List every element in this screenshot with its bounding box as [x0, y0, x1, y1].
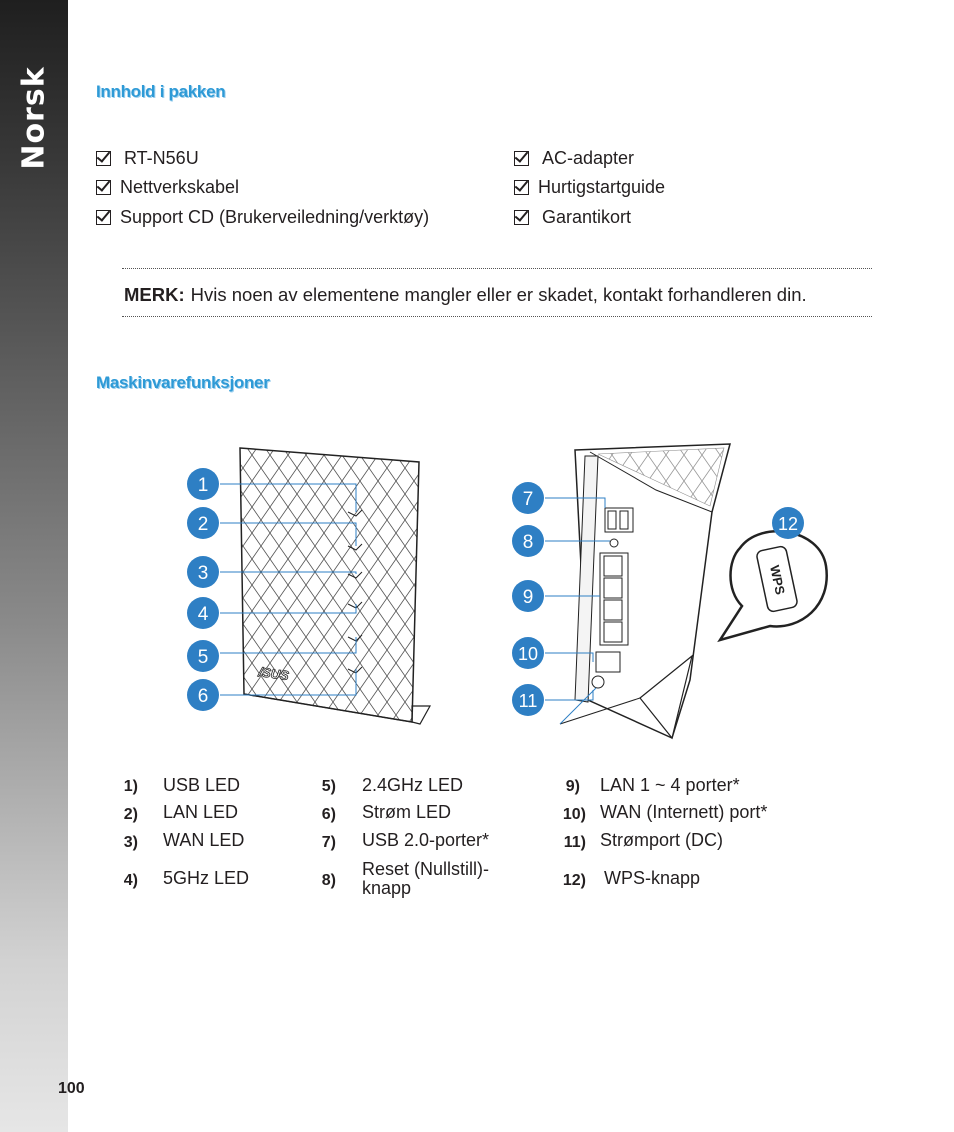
router-rear-view — [559, 443, 731, 740]
svg-text:7: 7 — [523, 489, 534, 510]
svg-text:5: 5 — [198, 647, 209, 668]
legend-text: WPS-knapp — [604, 868, 701, 888]
callout-1: 1 — [187, 468, 219, 500]
note-text: Hvis noen av elementene mangler eller er… — [190, 284, 807, 305]
callout-2: 2 — [187, 507, 219, 539]
svg-text:3: 3 — [198, 563, 209, 584]
checkbox-icon — [96, 180, 111, 195]
legend-text: USB LED — [163, 775, 241, 795]
package-contents-title: Innhold i pakken — [96, 82, 226, 101]
callout-11: 11 — [512, 684, 544, 716]
package-item: Hurtigstartguide — [514, 177, 665, 198]
legend-number: 6) — [321, 806, 336, 823]
checkbox-icon — [514, 180, 529, 195]
legend-text: LAN 1 ~ 4 porter* — [600, 775, 740, 795]
svg-text:8: 8 — [523, 532, 534, 553]
callout-9: 9 — [512, 580, 544, 612]
router-diagram: /SUS — [187, 443, 828, 740]
package-item: RT-N56U — [96, 148, 199, 169]
legend-text: WAN LED — [163, 830, 245, 850]
legend-number: 11) — [563, 834, 586, 851]
wps-button-label: WPS — [767, 564, 788, 596]
asus-logo: /SUS — [257, 664, 290, 683]
note-box: MERK:Hvis noen av elementene mangler ell… — [124, 284, 807, 306]
legend-number: 1) — [123, 778, 138, 795]
callout-markers: 1 2 3 4 5 6 7 8 9 10 11 12 — [187, 468, 804, 716]
package-item: Support CD (Brukerveiledning/verktøy) — [96, 207, 429, 228]
router-front-view: /SUS — [239, 447, 432, 725]
wps-bubble: WPS — [717, 530, 828, 643]
callout-7: 7 — [512, 482, 544, 514]
svg-text:12: 12 — [778, 514, 798, 534]
legend-number: 2) — [123, 806, 138, 823]
legend-number: 12) — [562, 872, 586, 889]
legend-text: Reset (Nullstill)-knapp — [362, 859, 490, 898]
legend-number: 5) — [321, 778, 336, 795]
checkbox-icon — [96, 151, 111, 166]
legend-text: 5GHz LED — [163, 868, 250, 888]
legend-number: 10) — [562, 806, 586, 823]
callout-8: 8 — [512, 525, 544, 557]
page-number: 100 — [58, 1080, 85, 1097]
callout-6: 6 — [187, 679, 219, 711]
note-divider-top — [122, 268, 872, 269]
callout-3: 3 — [187, 556, 219, 588]
svg-text:10: 10 — [518, 644, 538, 664]
language-sidebar: Norsk — [0, 0, 68, 1132]
legend-text: WAN (Internett) port* — [600, 802, 768, 822]
legend-text: LAN LED — [163, 802, 239, 822]
svg-text:4: 4 — [198, 604, 209, 625]
legend-number: 4) — [123, 872, 138, 889]
package-item: Nettverkskabel — [96, 177, 239, 198]
legend-text: Strømport (DC) — [600, 830, 723, 850]
checkbox-icon — [96, 210, 111, 225]
hardware-features-title: Maskinvarefunksjoner — [96, 373, 270, 392]
legend-number: 3) — [123, 834, 138, 851]
note-label: MERK: — [124, 284, 185, 305]
rear-callout-lines — [545, 497, 610, 725]
legend-number: 8) — [321, 872, 336, 889]
legend-text: Strøm LED — [362, 802, 452, 822]
legend-number: 9) — [565, 778, 580, 795]
checkbox-icon — [514, 210, 529, 225]
svg-text:2: 2 — [198, 514, 209, 535]
package-item: Garantikort — [514, 207, 631, 228]
callout-10: 10 — [512, 637, 544, 669]
callout-12: 12 — [772, 507, 804, 539]
front-callout-lines — [220, 483, 357, 696]
callout-5: 5 — [187, 640, 219, 672]
legend-number: 7) — [321, 834, 336, 851]
note-divider-bottom — [122, 316, 872, 317]
legend-text: 2.4GHz LED — [362, 775, 464, 795]
svg-text:9: 9 — [523, 587, 534, 608]
svg-text:6: 6 — [198, 686, 209, 707]
package-item: AC-adapter — [514, 148, 634, 169]
legend-text: USB 2.0-porter* — [362, 830, 490, 850]
svg-text:11: 11 — [519, 691, 538, 711]
callout-4: 4 — [187, 597, 219, 629]
checkbox-icon — [514, 151, 529, 166]
svg-text:1: 1 — [198, 475, 209, 496]
